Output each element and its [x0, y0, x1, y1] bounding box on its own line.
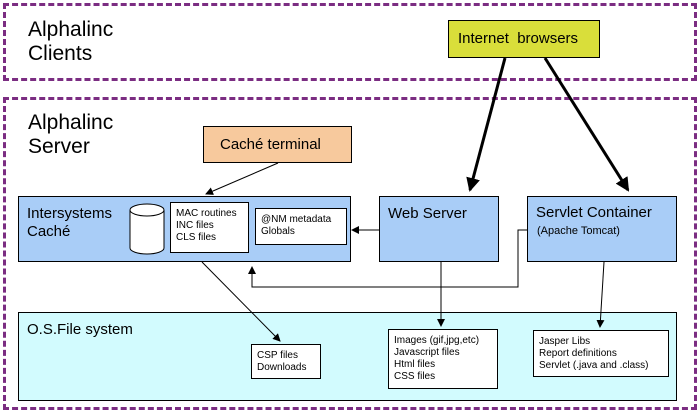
web-server-label: Web Server [388, 205, 467, 222]
web-files-box[interactable]: Images (gif,jpg,etc) Javascript files Ht… [388, 329, 498, 389]
server-title: Alphalinc Server [28, 111, 114, 158]
file-system-title: O.S.File system [27, 321, 133, 338]
internet-browsers-box[interactable]: Internet browsers [448, 20, 600, 58]
csp-files-box[interactable]: CSP files Downloads [251, 344, 321, 379]
servlet-container-subtitle: (Apache Tomcat) [537, 225, 620, 237]
server-zone [3, 97, 697, 410]
cache-to-csp-arrow [201, 261, 281, 342]
intersystems-cache-title: Intersystems Caché [27, 205, 113, 240]
database-icon [129, 203, 165, 255]
web-files-label: Images (gif,jpg,etc) Javascript files Ht… [394, 335, 480, 382]
java-files-label: Jasper Libs Report definitions Servlet (… [539, 336, 649, 371]
browsers-to-webserver-arrow [466, 57, 507, 192]
browsers-to-servlet-arrow [543, 57, 630, 192]
internet-browsers-label: Internet browsers [458, 30, 579, 47]
metadata-box[interactable]: @NM metadata Globals [255, 208, 347, 245]
cache-terminal-box[interactable]: Caché terminal [203, 126, 352, 163]
servlet-container-box[interactable]: Servlet Container (Apache Tomcat) [527, 196, 677, 262]
clients-title: Alphalinc Clients [28, 18, 114, 65]
clients-zone [3, 3, 697, 81]
servlet-container-title: Servlet Container [536, 204, 652, 221]
servlet-to-cache-arrow [248, 229, 527, 288]
file-system-box[interactable]: O.S.File system CSP files Downloads Imag… [18, 312, 677, 401]
terminal-to-cache-arrow [205, 162, 279, 195]
java-files-box[interactable]: Jasper Libs Report definitions Servlet (… [533, 330, 669, 377]
metadata-label: @NM metadata Globals [261, 214, 332, 237]
routines-label: MAC routines INC files CLS files [176, 208, 237, 243]
routines-box[interactable]: MAC routines INC files CLS files [170, 202, 249, 253]
servlet-to-java-arrow [596, 261, 605, 328]
cache-terminal-label: Caché terminal [220, 136, 321, 153]
web-server-box[interactable]: Web Server [379, 196, 499, 262]
intersystems-cache-box[interactable]: Intersystems Caché MAC routines INC file… [18, 196, 351, 262]
csp-files-label: CSP files Downloads [257, 350, 307, 373]
